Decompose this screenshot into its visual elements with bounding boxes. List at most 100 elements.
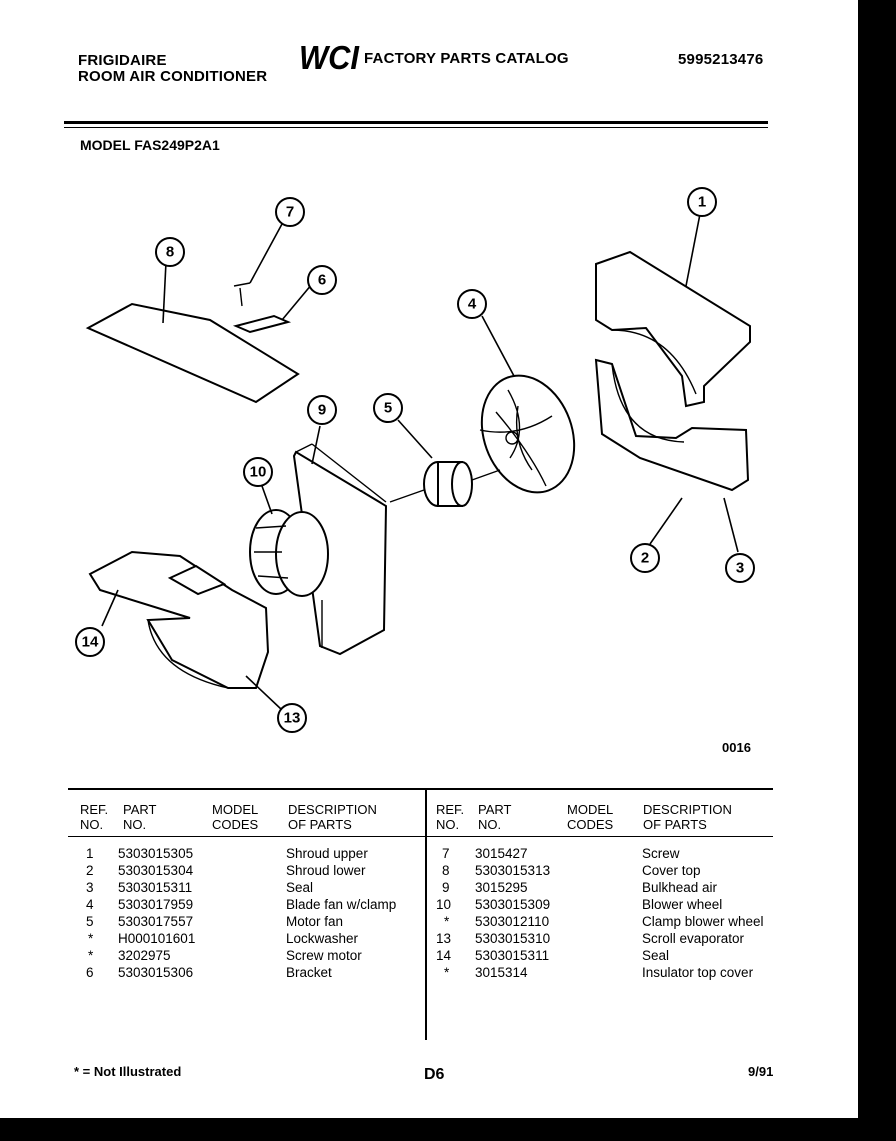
col-desc-right: DESCRIPTION OF PARTS xyxy=(643,802,732,832)
right-row-part: 3015314 xyxy=(475,965,528,980)
part-bulkhead-air xyxy=(292,425,388,656)
svg-text:13: 13 xyxy=(284,710,301,727)
part-cover-top xyxy=(85,261,300,404)
callout-9: 9 xyxy=(307,395,337,425)
part-shroud-lower xyxy=(594,358,750,553)
col-ref-right: REF. NO. xyxy=(436,802,465,832)
right-row-ref: * xyxy=(444,914,450,929)
right-row-part: 5303015309 xyxy=(475,897,551,912)
left-row-desc: Seal xyxy=(286,880,314,895)
callout-10: 10 xyxy=(243,457,273,487)
left-row-ref: 1 xyxy=(86,846,94,861)
svg-text:9: 9 xyxy=(318,402,326,419)
svg-text:8: 8 xyxy=(166,244,174,261)
left-row-desc: Shroud lower xyxy=(286,863,366,878)
col-part-left: PART NO. xyxy=(123,802,157,832)
left-row-ref: 3 xyxy=(86,880,94,895)
svg-text:10: 10 xyxy=(250,464,267,481)
callout-14: 14 xyxy=(75,627,105,657)
part-blower-wheel xyxy=(249,485,329,597)
right-row-desc: Cover top xyxy=(642,863,701,878)
right-row-part: 5303015313 xyxy=(475,863,551,878)
left-row-part: 5303015306 xyxy=(118,965,194,980)
table-center-divider xyxy=(425,788,427,1040)
right-row-ref: 8 xyxy=(442,863,450,878)
svg-text:5: 5 xyxy=(384,400,392,417)
table-header-rule xyxy=(68,836,773,837)
left-row-part: H000101601 xyxy=(118,931,196,946)
col-ref-left: REF. NO. xyxy=(80,802,109,832)
right-row-part: 3015295 xyxy=(475,880,528,895)
svg-text:7: 7 xyxy=(286,204,294,221)
callout-13: 13 xyxy=(277,703,307,733)
callout-4: 4 xyxy=(457,289,487,319)
col-part-right: PART NO. xyxy=(478,802,512,832)
callout-8: 8 xyxy=(155,237,185,267)
parts-list-table: REF. NO. PART NO. MODEL CODES DESCRIPTIO… xyxy=(68,788,773,1040)
right-row-desc: Seal xyxy=(642,948,670,963)
right-row-part: 3015427 xyxy=(475,846,528,861)
logo-text: WCI xyxy=(299,40,360,74)
right-row-ref: 13 xyxy=(436,931,452,946)
left-row-desc: Blade fan w/clamp xyxy=(286,897,397,912)
right-row-ref: 10 xyxy=(436,897,452,912)
left-row-desc: Screw motor xyxy=(286,948,362,963)
brand-name: FRIGIDAIRE xyxy=(78,52,167,69)
right-row-ref: * xyxy=(444,965,450,980)
wci-logo: WCI xyxy=(299,40,360,74)
callout-2: 2 xyxy=(630,543,660,573)
right-row-desc: Blower wheel xyxy=(642,897,723,912)
part-screw xyxy=(233,223,283,307)
page-number: D6 xyxy=(424,1066,445,1083)
catalog-title: FACTORY PARTS CATALOG xyxy=(364,50,569,67)
left-row-ref: 2 xyxy=(86,863,94,878)
left-row-part: 5303017557 xyxy=(118,914,194,929)
right-row-part: 5303015311 xyxy=(475,948,550,963)
right-row-desc: Bulkhead air xyxy=(642,880,718,895)
header-rule-thin xyxy=(64,127,768,128)
left-row-desc: Lockwasher xyxy=(286,931,359,946)
callout-7: 7 xyxy=(275,197,305,227)
catalog-number: 5995213476 xyxy=(678,51,764,68)
left-row-desc: Bracket xyxy=(286,965,332,980)
exploded-parts-diagram: 1 2 3 4 5 6 7 8 9 10 13 14 xyxy=(75,187,755,733)
svg-text:3: 3 xyxy=(736,560,744,577)
callout-5: 5 xyxy=(373,393,403,423)
right-row-desc: Scroll evaporator xyxy=(642,931,745,946)
part-scroll-evaporator xyxy=(88,550,283,711)
right-row-desc: Clamp blower wheel xyxy=(642,914,764,929)
left-row-part: 3202975 xyxy=(118,948,171,963)
figure-code: 0016 xyxy=(722,740,751,755)
svg-text:14: 14 xyxy=(82,634,99,651)
table-top-rule xyxy=(68,788,773,790)
col-desc-left: DESCRIPTION OF PARTS xyxy=(288,802,377,832)
part-shroud-upper xyxy=(595,213,751,408)
product-name: ROOM AIR CONDITIONER xyxy=(78,68,268,85)
right-row-ref: 9 xyxy=(442,880,450,895)
col-model-left: MODEL CODES xyxy=(212,802,259,832)
parts-catalog-page: FRIGIDAIRE ROOM AIR CONDITIONER WCI FACT… xyxy=(0,0,858,1118)
left-row-part: 5303015305 xyxy=(118,846,194,861)
left-row-ref: * xyxy=(88,931,94,946)
svg-text:6: 6 xyxy=(318,272,326,289)
callout-6: 6 xyxy=(307,265,337,295)
svg-text:1: 1 xyxy=(698,194,706,211)
left-row-ref: 4 xyxy=(86,897,94,912)
left-row-part: 5303015311 xyxy=(118,880,193,895)
header-rule-thick xyxy=(64,121,768,124)
left-row-part: 5303015304 xyxy=(118,863,194,878)
right-row-part: 5303012110 xyxy=(475,914,550,929)
left-row-desc: Shroud upper xyxy=(286,846,368,861)
not-illustrated-legend: * = Not Illustrated xyxy=(74,1064,182,1079)
part-motor-fan xyxy=(389,419,501,507)
callout-3: 3 xyxy=(725,553,755,583)
part-bracket xyxy=(232,283,313,334)
svg-text:4: 4 xyxy=(468,296,477,313)
revision-date: 9/91 xyxy=(748,1064,774,1079)
right-row-ref: 7 xyxy=(442,846,450,861)
right-row-desc: Screw xyxy=(642,846,680,861)
part-fan-blade xyxy=(479,315,576,494)
left-row-desc: Motor fan xyxy=(286,914,344,929)
right-row-ref: 14 xyxy=(436,948,452,963)
left-row-ref: * xyxy=(88,948,94,963)
